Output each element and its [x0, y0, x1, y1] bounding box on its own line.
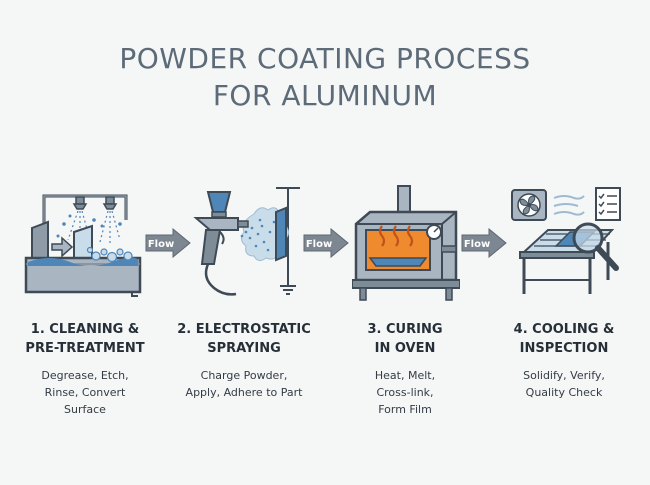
step-4-desc-line-1: Solidify, Verify, — [523, 369, 605, 382]
step-3-title-line-2: IN OVEN — [374, 341, 436, 356]
cooling-inspection-icon — [511, 187, 621, 294]
step-3-title: 3. CURING IN OVEN — [320, 320, 490, 358]
step-1-title-line-1: 1. CLEANING & — [30, 322, 140, 337]
step-1-title-line-2: PRE-TREATMENT — [25, 341, 145, 356]
flow-arrow-2: Flow — [303, 228, 349, 258]
step-2-title: 2. ELECTROSTATIC SPRAYING — [159, 320, 329, 358]
step-2-description: Charge Powder, Apply, Adhere to Part — [159, 367, 329, 401]
title-line-2: FOR ALUMINUM — [212, 79, 438, 112]
step-1-desc-line-1: Degrease, Etch, — [41, 369, 129, 382]
spray-gun-icon — [193, 187, 300, 296]
step-4-title: 4. COOLING & INSPECTION — [479, 320, 649, 358]
step-1-desc-line-3: Surface — [64, 403, 106, 416]
title-line-1: POWDER COATING PROCESS — [119, 42, 531, 75]
step-4-desc-line-2: Quality Check — [525, 386, 603, 399]
step-4-description: Solidify, Verify, Quality Check — [479, 367, 649, 401]
flow-arrow-2-label: Flow — [306, 239, 332, 250]
flow-arrow-1: Flow — [145, 228, 191, 258]
step-1-description: Degrease, Etch, Rinse, Convert Surface — [0, 367, 170, 418]
step-2-title-line-1: 2. ELECTROSTATIC — [177, 322, 311, 337]
step-2-desc-line-1: Charge Powder, — [200, 369, 288, 382]
step-1-title: 1. CLEANING & PRE-TREATMENT — [0, 320, 170, 358]
flow-arrow-1-label: Flow — [148, 239, 174, 250]
cleaning-tank-icon — [24, 194, 142, 297]
step-3-desc-line-3: Form Film — [378, 403, 432, 416]
flow-arrow-3-label: Flow — [464, 239, 490, 250]
step-3-title-line-1: 3. CURING — [367, 322, 443, 337]
page-title: POWDER COATING PROCESS FOR ALUMINUM — [0, 40, 650, 114]
step-2-desc-line-2: Apply, Adhere to Part — [185, 386, 303, 399]
step-1-desc-line-2: Rinse, Convert — [44, 386, 126, 399]
step-3-description: Heat, Melt, Cross-link, Form Film — [320, 367, 490, 418]
step-4-title-line-2: INSPECTION — [519, 341, 609, 356]
flow-arrow-3: Flow — [461, 228, 507, 258]
step-2-title-line-2: SPRAYING — [207, 341, 281, 356]
step-3-desc-line-1: Heat, Melt, — [374, 369, 436, 382]
step-4-title-line-1: 4. COOLING & — [513, 322, 615, 337]
curing-oven-icon — [352, 185, 460, 301]
step-3-desc-line-2: Cross-link, — [376, 386, 434, 399]
